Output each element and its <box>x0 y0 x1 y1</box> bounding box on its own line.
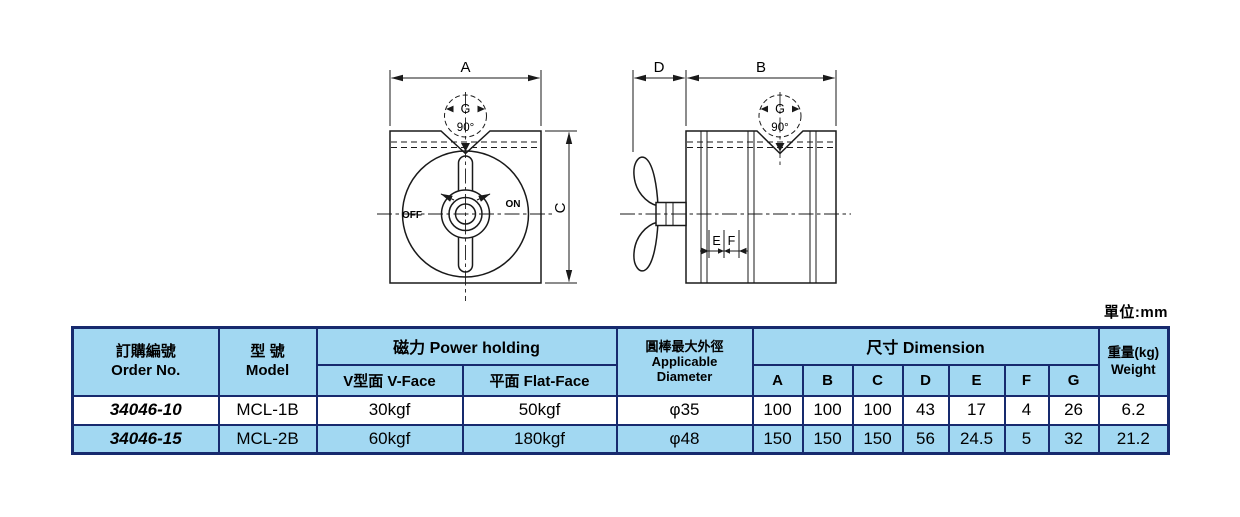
dim-col-d: D <box>901 363 950 397</box>
dim-c-cell: 100 <box>851 394 904 426</box>
ef-arrow-1-icon <box>701 247 709 255</box>
side-view <box>620 70 851 284</box>
dim-col-e: E <box>947 363 1006 397</box>
dim-d <box>632 70 687 152</box>
g-arrow-left-icon <box>446 105 454 113</box>
side-body <box>685 130 837 284</box>
dim-d-label: D <box>654 59 665 76</box>
flat-face-cell: 180kgf <box>461 423 618 455</box>
dim-b-label: B <box>756 59 766 76</box>
order-no-cell: 34046-10 <box>71 394 220 426</box>
model-cell: MCL-2B <box>217 423 318 455</box>
order-no-header: 訂購編號 Order No. <box>71 326 220 397</box>
diameter-header-zh: 圓棒最大外徑 <box>645 338 724 354</box>
on-label: ON <box>506 199 521 210</box>
rotation-arrows <box>440 193 491 202</box>
g-arrow-right-icon <box>477 105 485 113</box>
weight-header: 重量(kg) Weight <box>1097 326 1170 397</box>
dim-b-cell: 150 <box>801 423 854 455</box>
dim-g-cell: 26 <box>1047 394 1100 426</box>
power-holding-header: 磁力 Power holding <box>315 326 618 366</box>
dim-b-cell: 100 <box>801 394 854 426</box>
handle-wing-bottom <box>633 221 659 272</box>
diameter-header-en1: Applicable <box>651 354 718 370</box>
dim-e-cell: 17 <box>947 394 1006 426</box>
dim-d-cell: 56 <box>901 423 950 455</box>
unit-label: 單位:mm <box>1103 304 1168 321</box>
dimension-header: 尺寸 Dimension <box>751 326 1100 366</box>
lamination-lines <box>700 131 817 283</box>
weight-header-zh: 重量(kg) <box>1107 344 1160 360</box>
flat-face-cell: 50kgf <box>461 394 618 426</box>
g-label-front: G <box>461 102 471 116</box>
ef-arrow-2-icon <box>718 248 724 254</box>
dim-col-a: A <box>751 363 804 397</box>
ef-arrow-4-icon <box>739 247 747 255</box>
dim-a <box>389 70 542 126</box>
dim-col-f: F <box>1003 363 1050 397</box>
dim-d-cell: 43 <box>901 394 950 426</box>
front-centerlines <box>377 92 554 301</box>
v-face-cell: 60kgf <box>315 423 464 455</box>
dim-col-g: G <box>1047 363 1100 397</box>
model-header-en: Model <box>245 361 290 379</box>
diameter-cell: φ48 <box>615 423 754 455</box>
handle-wing-top <box>633 156 659 207</box>
weight-header-en: Weight <box>1110 361 1156 377</box>
flat-face-header: 平面 Flat-Face <box>461 363 618 397</box>
dim-e-cell: 24.5 <box>947 423 1006 455</box>
order-no-header-en: Order No. <box>111 361 181 379</box>
off-label: OFF <box>402 210 422 221</box>
table-row: 34046-10 MCL-1B 30kgf 50kgf φ35 100 100 … <box>71 394 1170 426</box>
dim-c-label: C <box>552 202 569 213</box>
dim-a-label: A <box>460 59 470 76</box>
table-row: 34046-15 MCL-2B 60kgf 180kgf φ48 150 150… <box>71 423 1170 455</box>
diameter-header-en2: Diameter <box>656 369 713 385</box>
rotate-left-arrow-icon <box>440 193 455 202</box>
dim-c <box>545 130 577 284</box>
weight-cell: 6.2 <box>1097 394 1170 426</box>
spec-table: 訂購編號 Order No. 型 號 Model 磁力 Power holdin… <box>71 326 1171 455</box>
order-no-header-zh: 訂購編號 <box>115 343 176 360</box>
g-arrow-right-side-icon <box>792 105 800 113</box>
wing-handle <box>633 156 687 272</box>
dim-col-c: C <box>851 363 904 397</box>
applicable-diameter-header: 圓棒最大外徑 Applicable Diameter <box>615 326 754 397</box>
v-face-cell: 30kgf <box>315 394 464 426</box>
model-header-zh: 型 號 <box>250 343 285 360</box>
dim-e-label: E <box>712 234 720 248</box>
dim-f-cell: 4 <box>1003 394 1050 426</box>
weight-cell: 21.2 <box>1097 423 1170 455</box>
dim-f-cell: 5 <box>1003 423 1050 455</box>
ef-arrow-3-icon <box>724 248 730 254</box>
dim-b <box>687 70 837 126</box>
dim-col-b: B <box>801 363 854 397</box>
v-face-header: V型面 V-Face <box>315 363 464 397</box>
dim-g-cell: 32 <box>1047 423 1100 455</box>
model-header: 型 號 Model <box>217 326 318 397</box>
g-arrow-left-side-icon <box>760 105 768 113</box>
angle-label-side: 90° <box>771 122 788 134</box>
dim-c-cell: 150 <box>851 423 904 455</box>
angle-label-front: 90° <box>457 122 474 134</box>
order-no-cell: 34046-15 <box>71 423 220 455</box>
g-label-side: G <box>775 102 785 116</box>
rotate-right-arrow-icon <box>476 193 491 202</box>
front-view <box>377 70 577 301</box>
dim-a-cell: 150 <box>751 423 804 455</box>
diameter-cell: φ35 <box>615 394 754 426</box>
model-cell: MCL-1B <box>217 394 318 426</box>
side-centerlines <box>620 92 851 215</box>
dim-f-label: F <box>728 234 736 248</box>
technical-drawing: A C D B G 90° G 90° OFF ON E F <box>377 59 851 301</box>
dim-a-cell: 100 <box>751 394 804 426</box>
